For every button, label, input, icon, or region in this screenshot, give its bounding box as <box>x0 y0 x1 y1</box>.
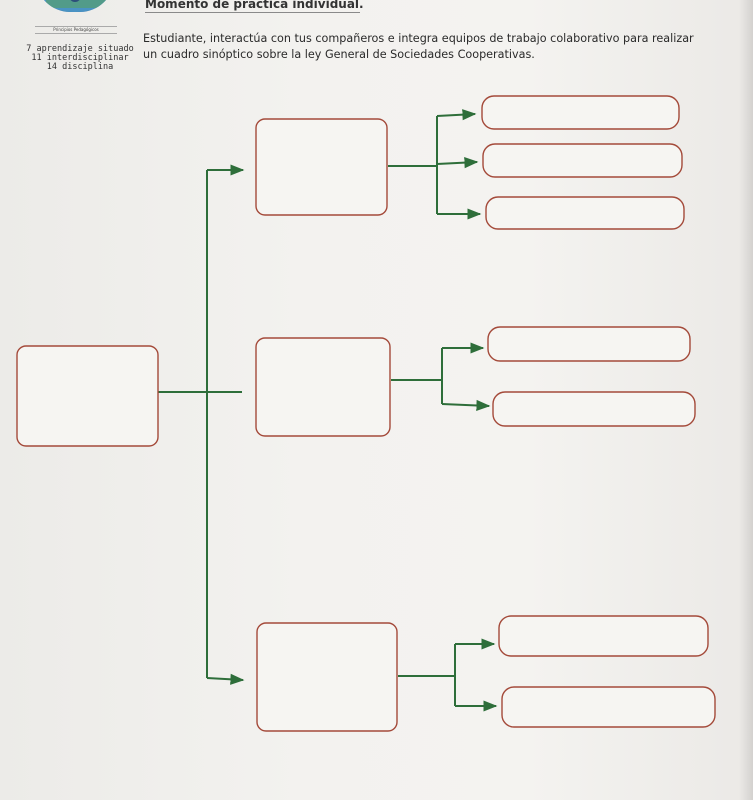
leaf-box-1-1 <box>481 95 680 130</box>
leaf-box-3-1 <box>498 615 709 657</box>
page-title: Momento de práctica individual. <box>145 0 364 11</box>
logo-caption: Principios Pedagógicos <box>35 26 117 34</box>
leaf-box-2-1 <box>487 326 691 362</box>
title-underline <box>145 12 360 13</box>
connector-leaf-1-1 <box>436 109 477 121</box>
branch-box-3 <box>256 622 398 732</box>
instructions-line-1: Estudiante, interactúa con tus compañero… <box>143 32 694 45</box>
principle-item: 11 interdisciplinar <box>31 53 129 63</box>
connector-leaf-2-2 <box>441 399 491 412</box>
connector-leaf-1-2 <box>436 157 479 169</box>
pedagogical-principles-list: 7 aprendizaje situado 11 interdisciplina… <box>10 45 150 72</box>
page-edge-shadow <box>739 0 753 800</box>
leaf-box-1-3 <box>485 196 685 230</box>
instructions-line-2: un cuadro sinóptico sobre la ley General… <box>143 48 535 61</box>
root-box <box>16 345 159 447</box>
leaf-box-1-2 <box>482 143 683 178</box>
branch-box-1 <box>255 118 388 216</box>
branch-box-2 <box>255 337 391 437</box>
leaf-box-2-2 <box>492 391 696 427</box>
connector-to-branch-3 <box>206 673 245 685</box>
principle-item: 7 aprendizaje situado <box>26 44 134 54</box>
instructions-text: Estudiante, interactúa con tus compañero… <box>143 31 703 63</box>
leaf-box-3-2 <box>501 686 716 728</box>
principle-item: 14 disciplina <box>46 62 114 72</box>
